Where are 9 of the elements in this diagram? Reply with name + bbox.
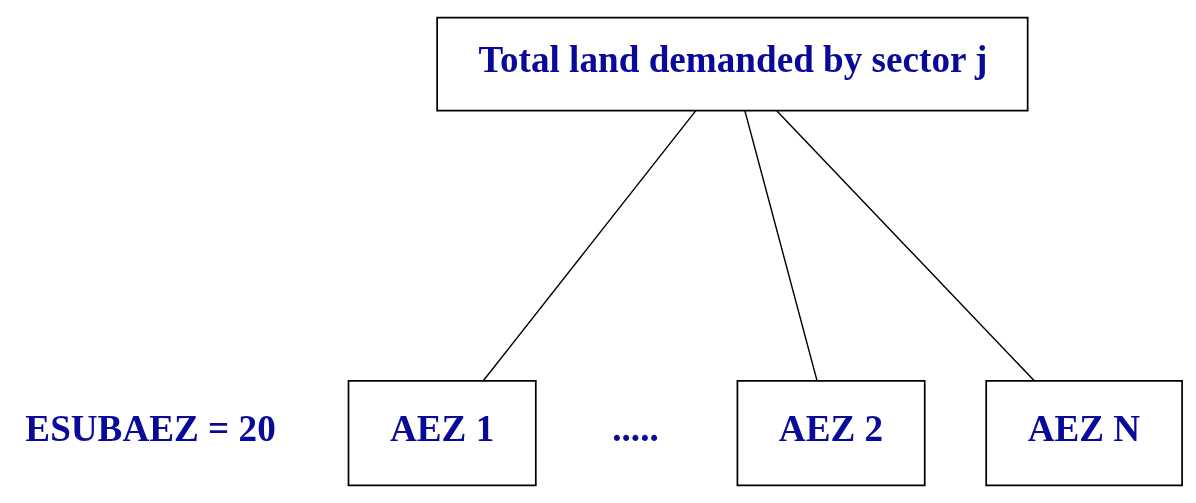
- label: .....: [612, 407, 659, 449]
- connector: [482, 110, 697, 382]
- connector: [776, 110, 1035, 382]
- connector: [744, 110, 818, 382]
- node-box: AEZ N: [985, 380, 1183, 487]
- node-box: Total land demanded by sector j: [436, 16, 1029, 112]
- node-box: AEZ 2: [736, 380, 926, 487]
- node-box: AEZ 1: [347, 380, 537, 487]
- label: ESUBAEZ = 20: [25, 407, 276, 449]
